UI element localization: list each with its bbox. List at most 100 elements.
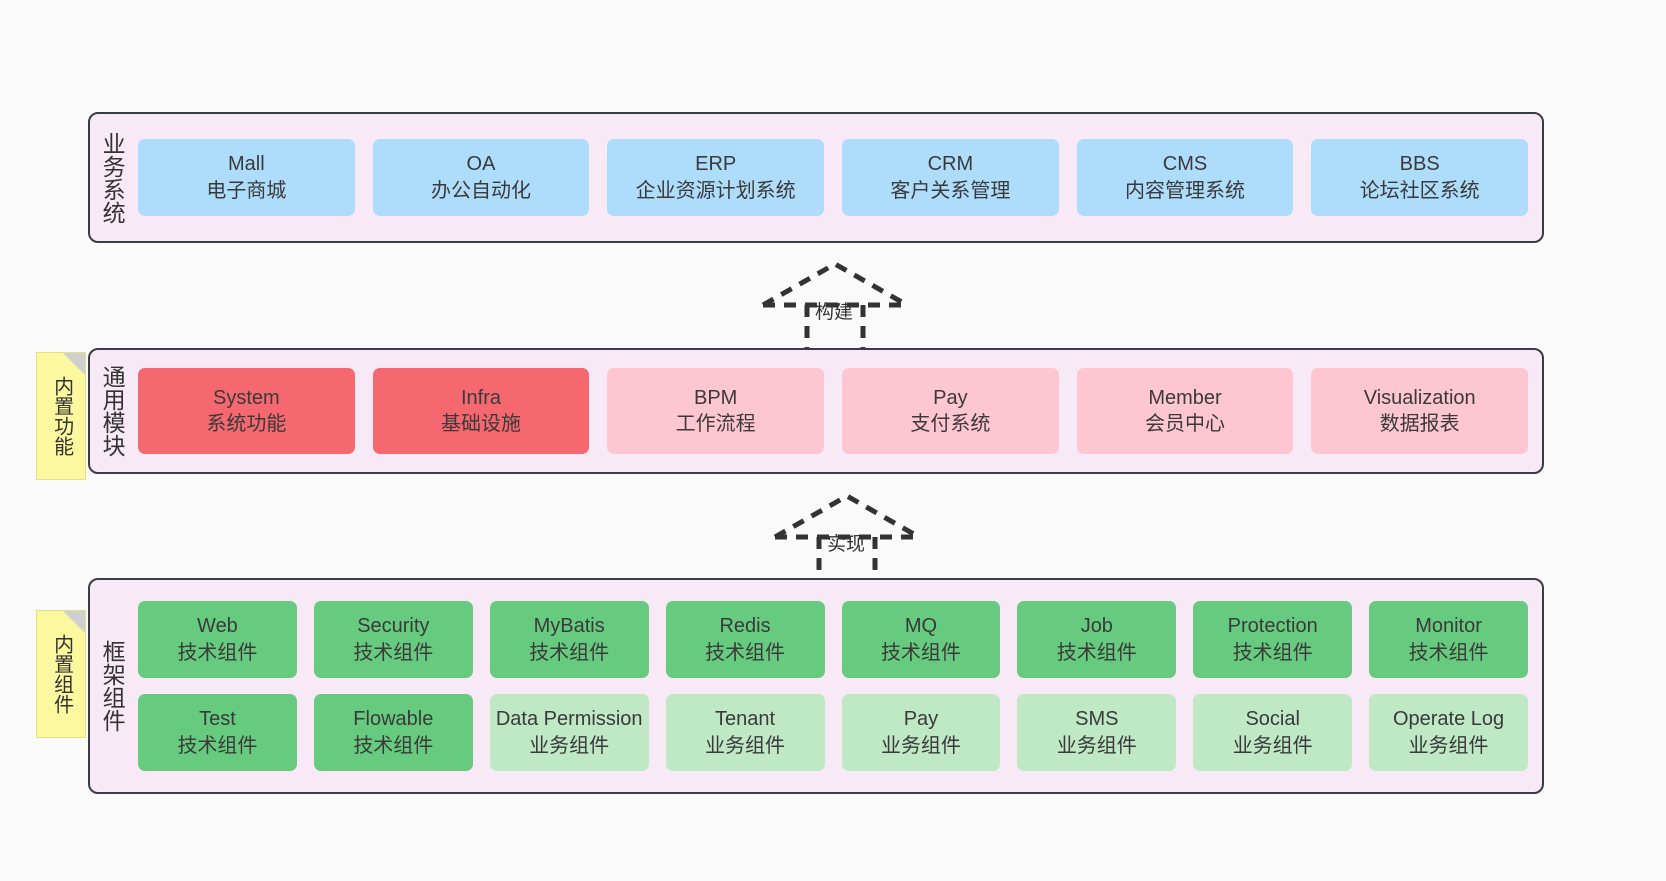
card-member-desc: 会员中心 [1145,413,1226,435]
card-erp-name: ERP [695,153,737,176]
card-monitor-name: Monitor [1415,615,1482,638]
card-web-name: Web [197,615,238,638]
card-mall-desc: 电子商城 [206,179,287,202]
card-test[interactable]: Test 技术组件 [138,694,297,771]
layer-panel-business-systems: 业务系统 Mall 电子商城 OA 办公自动化 ERP 企业资源计划系统 CRM… [88,112,1544,243]
card-tenant-desc: 业务组件 [705,734,786,757]
card-data-permission[interactable]: Data Permission 业务组件 [489,694,649,771]
card-tenant-name: Tenant [715,708,776,731]
card-social[interactable]: Social 业务组件 [1193,694,1353,771]
card-cms-desc: 内容管理系统 [1125,179,1246,202]
card-test-desc: 技术组件 [177,734,258,757]
card-protection[interactable]: Protection 技术组件 [1193,601,1353,678]
card-protection-name: Protection [1227,615,1318,638]
card-security[interactable]: Security 技术组件 [313,601,473,678]
card-operate-log-desc: 业务组件 [1408,734,1489,757]
card-system-desc: 系统功能 [206,413,287,435]
connector-implement-label: 实现 [827,534,866,555]
card-crm-name: CRM [927,153,974,176]
card-protection-desc: 技术组件 [1232,641,1313,664]
card-data-permission-name: Data Permission [495,708,643,731]
sticky-note-builtin-components-label: 内置组件 [50,634,73,714]
card-flowable[interactable]: Flowable 技术组件 [313,694,473,771]
sticky-note-builtin-features: 内置功能 [36,352,86,480]
card-flowable-desc: 技术组件 [353,734,434,757]
card-redis-name: Redis [719,615,771,638]
connector-build-label: 构建 [815,302,854,323]
layer-title-business-systems: 业务系统 [99,131,126,224]
card-bpm[interactable]: BPM 工作流程 [607,368,825,454]
card-social-name: Social [1245,708,1300,731]
card-mybatis[interactable]: MyBatis 技术组件 [489,601,649,678]
sticky-note-builtin-features-label: 内置功能 [50,376,73,456]
card-erp-desc: 企业资源计划系统 [635,179,796,202]
card-sms-name: SMS [1075,708,1119,731]
layer-panel-framework-components: 框架组件 Web 技术组件 Security 技术组件 MyBatis 技术组件… [88,578,1544,794]
card-visualization[interactable]: Visualization 数据报表 [1311,368,1529,454]
card-system-name: System [212,386,280,409]
card-oa[interactable]: OA 办公自动化 [372,139,590,216]
card-pay-component-desc: 业务组件 [880,734,961,757]
card-mall-name: Mall [228,153,265,176]
card-operate-log[interactable]: Operate Log 业务组件 [1369,694,1528,771]
card-job-desc: 技术组件 [1056,641,1137,664]
card-flowable-name: Flowable [353,708,434,731]
card-bbs-desc: 论坛社区系统 [1359,179,1480,202]
sticky-fold-corner-icon [63,353,85,375]
framework-card-row-business: Test 技术组件 Flowable 技术组件 Data Permission … [138,694,1528,771]
card-member-name: Member [1148,386,1222,409]
card-mq-name: MQ [904,615,938,638]
card-bbs-name: BBS [1399,153,1440,176]
connector-implement: 实现 [772,490,922,590]
card-monitor-desc: 技术组件 [1408,641,1489,664]
card-monitor[interactable]: Monitor 技术组件 [1369,601,1528,678]
card-crm-desc: 客户关系管理 [890,179,1011,202]
card-erp[interactable]: ERP 企业资源计划系统 [607,139,825,216]
card-mybatis-name: MyBatis [533,615,605,638]
card-security-desc: 技术组件 [353,641,434,664]
card-visualization-name: Visualization [1363,386,1476,409]
sticky-fold-corner-icon [63,611,85,633]
card-social-desc: 业务组件 [1232,734,1313,757]
card-sms-desc: 业务组件 [1056,734,1137,757]
card-infra-name: Infra [460,386,502,409]
card-security-name: Security [357,615,430,638]
card-pay-module-name: Pay [933,386,968,409]
framework-card-row-tech: Web 技术组件 Security 技术组件 MyBatis 技术组件 Redi… [138,601,1528,678]
card-tenant[interactable]: Tenant 业务组件 [665,694,825,771]
sticky-note-builtin-components: 内置组件 [36,610,86,738]
card-bpm-desc: 工作流程 [675,413,756,435]
card-redis[interactable]: Redis 技术组件 [665,601,825,678]
card-pay-component-name: Pay [903,708,939,731]
card-cms[interactable]: CMS 内容管理系统 [1076,139,1294,216]
card-mall[interactable]: Mall 电子商城 [138,139,355,216]
connector-implement-arrowhead [773,493,921,540]
card-oa-name: OA [466,153,496,176]
card-job[interactable]: Job 技术组件 [1017,601,1177,678]
common-module-card-list: System 系统功能 Infra 基础设施 BPM 工作流程 Pay 支付系统… [134,350,1542,472]
framework-card-grid: Web 技术组件 Security 技术组件 MyBatis 技术组件 Redi… [134,580,1542,792]
card-system[interactable]: System 系统功能 [138,368,355,454]
card-cms-name: CMS [1162,153,1208,176]
card-web-desc: 技术组件 [177,641,258,664]
card-sms[interactable]: SMS 业务组件 [1017,694,1177,771]
card-member[interactable]: Member 会员中心 [1076,368,1294,454]
card-infra[interactable]: Infra 基础设施 [372,368,590,454]
card-oa-desc: 办公自动化 [431,179,531,202]
card-crm[interactable]: CRM 客户关系管理 [842,139,1059,216]
card-redis-desc: 技术组件 [705,641,786,664]
card-data-permission-desc: 业务组件 [529,734,610,757]
card-bbs[interactable]: BBS 论坛社区系统 [1311,139,1529,216]
card-visualization-desc: 数据报表 [1379,413,1460,435]
card-pay-component[interactable]: Pay 业务组件 [841,694,1001,771]
card-web[interactable]: Web 技术组件 [138,601,297,678]
layer-title-framework-components: 框架组件 [99,640,126,732]
layer-title-common-modules: 通用模块 [99,365,126,457]
card-bpm-name: BPM [694,386,738,409]
card-job-name: Job [1080,615,1113,638]
card-infra-desc: 基础设施 [441,413,521,435]
card-mq[interactable]: MQ 技术组件 [841,601,1001,678]
card-pay-module[interactable]: Pay 支付系统 [842,368,1059,454]
card-test-name: Test [199,708,236,731]
